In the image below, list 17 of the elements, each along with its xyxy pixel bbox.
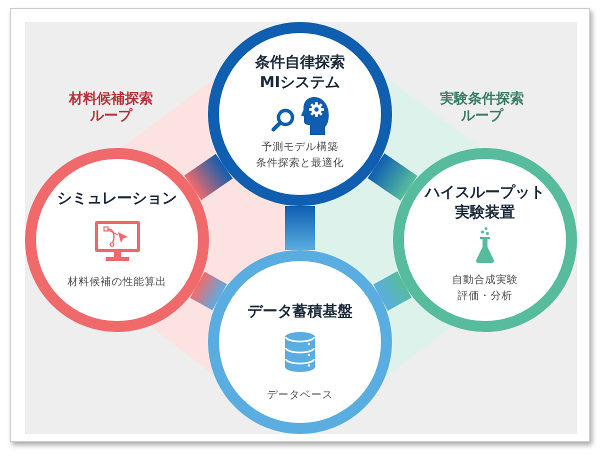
node-description: 条件探索と最適化	[256, 156, 344, 171]
node-description: データベース	[267, 388, 333, 403]
node-description: 自動合成実験	[452, 273, 518, 288]
node-description: 評価・分析	[458, 289, 512, 304]
node-title: シミュレーション	[56, 188, 178, 208]
node-description: 予測モデル構築	[262, 140, 338, 155]
connector-bar	[184, 154, 233, 200]
node-title: ハイスループット実験装置	[423, 182, 546, 222]
node-title: 条件自律探索MIシステム	[254, 52, 346, 92]
node-description: 材料候補の性能算出	[68, 275, 166, 290]
loop-label: 材料候補探索ループ	[68, 91, 154, 125]
connector-bar	[190, 272, 227, 310]
loop-label: 実験条件探索ループ	[439, 91, 525, 125]
node-title: データ蓄積基盤	[246, 301, 354, 321]
connector-bar	[373, 271, 412, 311]
connector-bar	[285, 206, 315, 250]
connector-bar	[368, 153, 418, 201]
